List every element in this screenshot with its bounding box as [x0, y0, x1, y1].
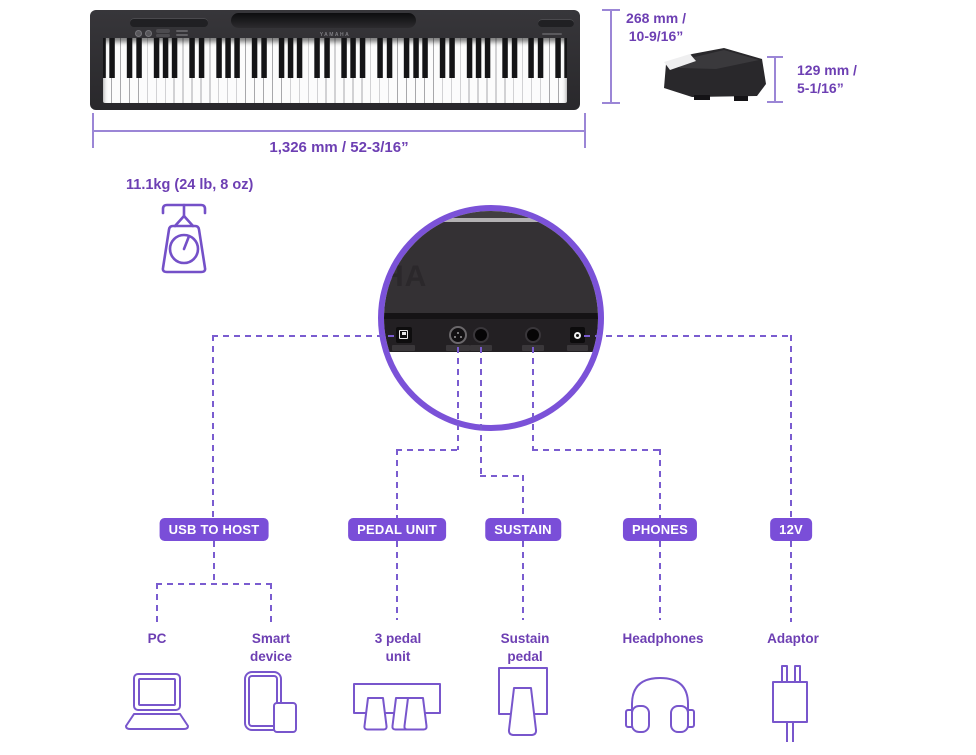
smart-device-icon — [244, 671, 297, 733]
connector-to-pc — [156, 583, 158, 622]
connector-pedal-elbow — [396, 449, 459, 451]
headphones-icon — [625, 677, 695, 733]
model-label — [542, 33, 562, 35]
port-badge-sustain: SUSTAIN — [485, 518, 561, 541]
piano-side-view — [664, 48, 766, 101]
adaptor-icon — [772, 665, 808, 742]
device-label-adaptor: Adaptor — [767, 631, 819, 646]
connector-sustain-vertical — [522, 475, 524, 519]
pedal-unit-icon — [353, 683, 441, 731]
width-dimension-line — [93, 130, 585, 132]
connector-sustain-stub — [480, 347, 482, 476]
depth-tick-top — [767, 56, 783, 58]
connector-pedal-vertical — [396, 449, 398, 519]
keyboard — [103, 38, 567, 103]
connector-phones-elbow — [532, 449, 661, 451]
piano-edge-highlight — [384, 218, 598, 222]
depth-dimension-line — [774, 57, 776, 103]
volume-slider — [156, 29, 170, 33]
height-tick-top — [602, 9, 620, 11]
width-tick-right — [584, 113, 586, 148]
volume-slider-track — [156, 34, 170, 37]
port-badge-pedal-unit: PEDAL UNIT — [348, 518, 446, 541]
device-label-pc: PC — [147, 631, 167, 646]
rear-panel: HA — [384, 222, 598, 313]
height-dimension-line — [610, 10, 612, 104]
height-mm: 268 mm / — [626, 10, 686, 26]
device-label-headphones: Headphones — [622, 631, 704, 646]
rear-panel-view: HA — [384, 211, 598, 425]
panel-shadow-line — [384, 313, 598, 319]
connector-to-pedal-unit — [396, 541, 398, 620]
connector-pedal-stub — [457, 347, 459, 450]
control-marking — [176, 34, 188, 36]
height-inches: 10-9/16” — [628, 28, 684, 44]
connector-phones-stub — [532, 347, 534, 450]
port-label-plate — [567, 345, 588, 351]
depth-mm: 129 mm / — [797, 62, 857, 78]
laptop-icon — [125, 673, 189, 730]
connector-to-adaptor — [790, 541, 792, 622]
connector-usb-horizontal — [212, 335, 396, 337]
sustain-pedal-icon — [498, 667, 548, 736]
black-keys — [103, 38, 567, 78]
port-badge-usb-to-host: USB TO HOST — [159, 518, 269, 541]
width-tick-left — [92, 113, 94, 148]
port-label-plate — [392, 345, 415, 351]
connector-12v-vertical — [790, 335, 792, 519]
music-rest-slot — [231, 13, 416, 28]
depth-dimension-text: 129 mm / 5-1/16” — [797, 61, 857, 97]
connector-12v-horizontal — [584, 335, 792, 337]
scale-icon — [161, 203, 207, 274]
power-button — [135, 30, 142, 37]
connector-usb-split — [156, 583, 271, 585]
brand-watermark: HA — [384, 260, 428, 293]
height-tick-bottom — [602, 102, 620, 104]
connector-to-sustain-pedal — [522, 541, 524, 620]
connector-to-headphones — [659, 541, 661, 620]
height-dimension-text: 268 mm / 10-9/16” — [606, 9, 706, 45]
sustain-port — [473, 327, 489, 343]
piano-front-view: YAMAHA — [90, 10, 580, 110]
pedal-unit-port — [449, 326, 467, 344]
dc-in-port — [570, 327, 585, 343]
connector-usb-vertical — [212, 335, 214, 519]
speaker-grille-right — [538, 19, 574, 27]
port-badge-phones: PHONES — [622, 518, 698, 541]
rear-panel-zoom-circle: HA — [378, 205, 604, 431]
depth-inches: 5-1/16” — [797, 80, 844, 96]
port-badge-12v: 12V — [770, 518, 812, 541]
phones-port — [525, 327, 541, 343]
usb-to-host-port — [396, 327, 412, 343]
brand-logo: YAMAHA — [319, 32, 351, 38]
connector-usb-below-badge — [213, 541, 215, 584]
weight-text: 11.1kg (24 lb, 8 oz) — [126, 177, 254, 193]
piano-top-edge — [384, 211, 598, 218]
control-marking — [176, 30, 188, 32]
speaker-grille-left — [130, 18, 208, 27]
connector-sustain-elbow — [480, 475, 524, 477]
function-button — [145, 30, 152, 37]
depth-tick-bottom — [767, 101, 783, 103]
connector-to-smart-device — [270, 583, 272, 622]
width-dimension-text: 1,326 mm / 52-3/16” — [269, 139, 409, 156]
connector-phones-vertical — [659, 449, 661, 519]
